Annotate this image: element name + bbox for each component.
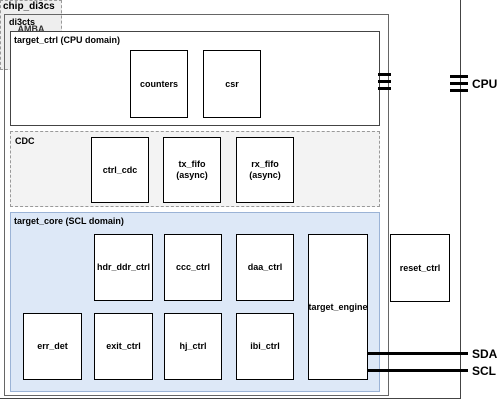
counters-block: counters	[130, 50, 188, 118]
ctrl-cdc-block: ctrl_cdc	[91, 137, 149, 203]
di3cts-container	[4, 14, 389, 396]
cpu-bus-line-2	[378, 80, 391, 83]
ibi-ctrl-block: ibi_ctrl	[236, 313, 294, 380]
cpu-port-line-2	[450, 82, 468, 85]
cpu-pin-label: CPU	[472, 77, 498, 91]
cpu-port-line-3	[450, 89, 468, 92]
ccc-ctrl-block: ccc_ctrl	[164, 234, 222, 301]
csr-block: csr	[203, 50, 261, 118]
hdr-ddr-ctrl-block: hdr_ddr_ctrl	[94, 234, 153, 301]
cdc-title: CDC	[15, 136, 35, 146]
err-det-block: err_det	[23, 313, 82, 380]
rx-fifo-block: rx_fifo (async)	[236, 137, 294, 203]
target-core-title: target_core (SCL domain)	[14, 216, 124, 226]
tx-fifo-block: tx_fifo (async)	[163, 137, 221, 203]
cpu-bus-line-1	[378, 73, 391, 76]
daa-ctrl-block: daa_ctrl	[236, 234, 294, 301]
reset-ctrl-block: reset_ctrl	[390, 234, 450, 302]
cpu-port-line-1	[450, 75, 468, 78]
sda-signal-line	[368, 352, 468, 355]
chip-boundary	[0, 0, 461, 399]
chip-title: chip_di3cs	[3, 1, 55, 12]
cpu-bus-line-3	[378, 87, 391, 90]
target-ctrl-title: target_ctrl (CPU domain)	[14, 35, 121, 45]
scl-pin-label: SCL	[472, 364, 496, 378]
scl-signal-line	[368, 369, 468, 372]
di3cts-title: di3cts	[9, 17, 36, 27]
exit-ctrl-block: exit_ctrl	[94, 313, 153, 380]
target-ctrl-region	[10, 31, 380, 126]
sda-pin-label: SDA	[472, 347, 498, 361]
target-engine-block: target_engine	[308, 234, 368, 380]
hj-ctrl-block: hj_ctrl	[164, 313, 222, 380]
